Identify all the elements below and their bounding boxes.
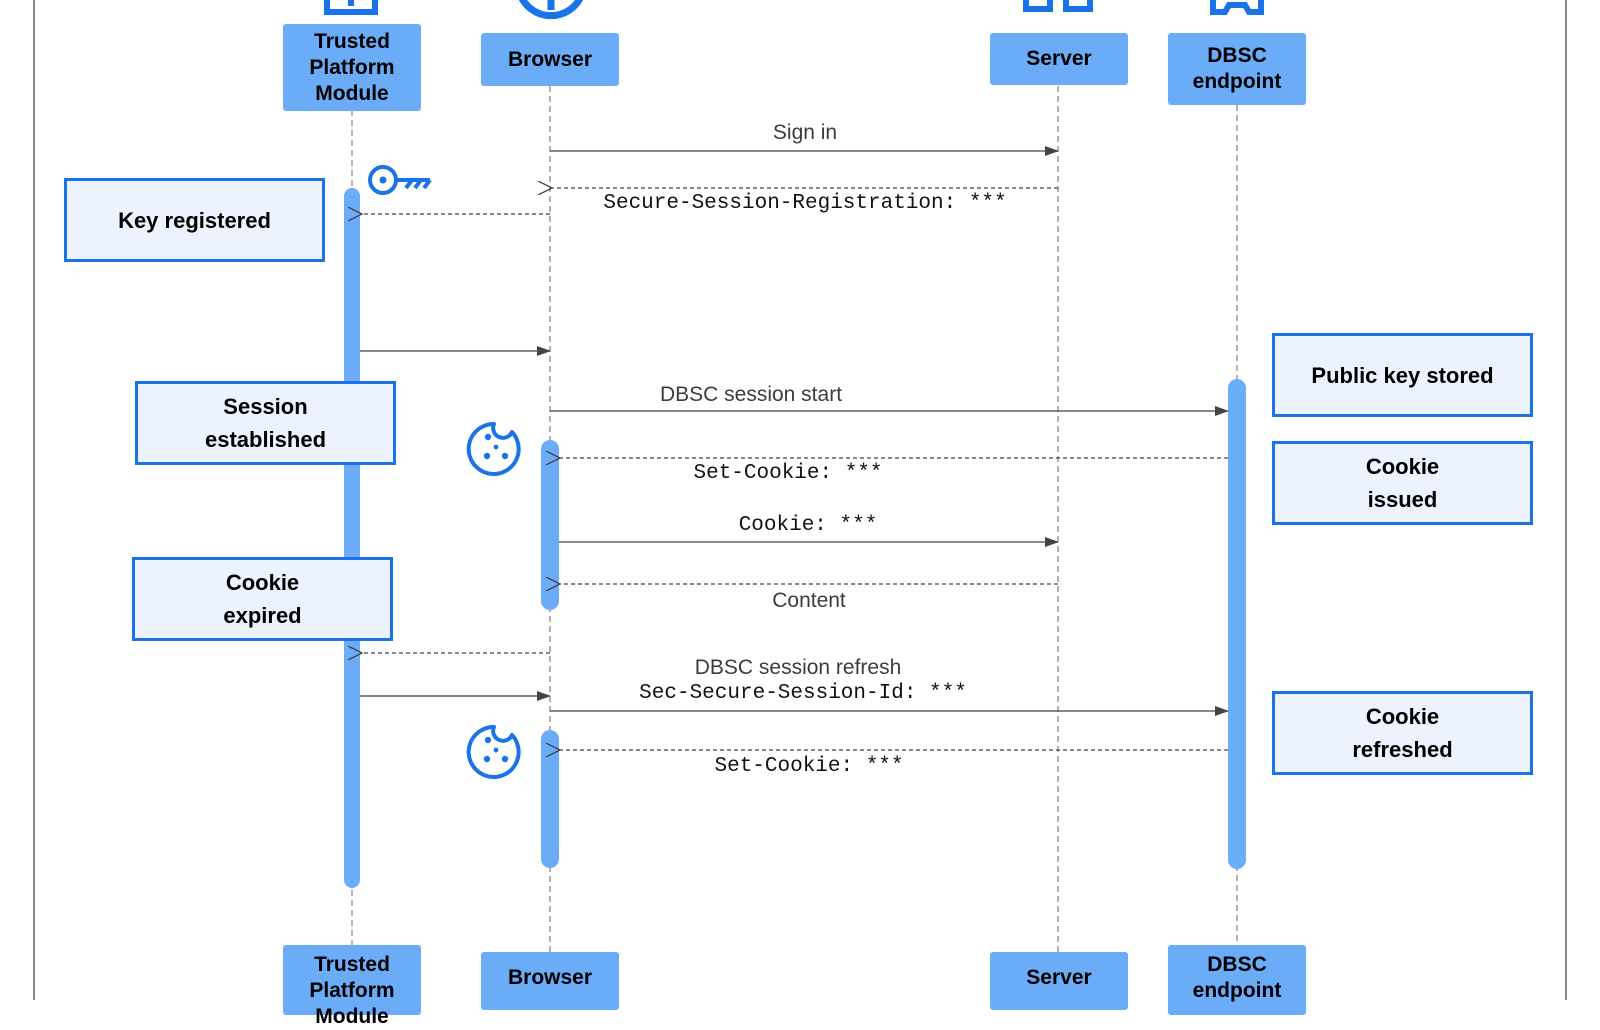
- tpm-chip-icon: [324, 0, 378, 15]
- browser-activation-bar-2: [541, 730, 559, 868]
- note-cookie-expired: Cookie expired: [132, 557, 393, 641]
- cookie-icon: [466, 421, 521, 476]
- note-public-key-stored: Public key stored: [1272, 333, 1533, 417]
- tpm-activation-bar: [344, 188, 360, 888]
- label-set-cookie-2: Set-Cookie: ***: [714, 755, 904, 778]
- participant-dbsc-top: DBSC endpoint: [1168, 33, 1306, 105]
- note-cookie-refreshed: Cookie refreshed: [1272, 691, 1533, 775]
- label-sign-in: Sign in: [772, 121, 838, 144]
- participant-browser-top: Browser: [481, 33, 619, 86]
- dbsc-activation-bar: [1228, 379, 1246, 869]
- participant-server-bottom: Server: [990, 952, 1128, 1010]
- sequence-diagram: Trusted Platform Module Browser Server D…: [33, 0, 1567, 1028]
- participant-tpm-top: Trusted Platform Module: [283, 24, 421, 111]
- participant-browser-bottom: Browser: [481, 952, 619, 1010]
- key-icon: [368, 165, 432, 195]
- label-cookie: Cookie: ***: [738, 514, 878, 537]
- label-set-cookie-1: Set-Cookie: ***: [693, 462, 883, 485]
- label-dbsc-session-refresh: DBSC session refresh: [694, 656, 902, 679]
- browser-activation-bar-1: [541, 440, 559, 610]
- server-icon: [1023, 0, 1093, 12]
- participant-server-top: Server: [990, 33, 1128, 85]
- note-key-registered: Key registered: [64, 178, 325, 262]
- browser-globe-icon: [518, 0, 584, 20]
- cookie-icon: [466, 724, 521, 779]
- dbsc-endpoint-icon: [1210, 0, 1264, 15]
- participant-dbsc-bottom: DBSC endpoint: [1168, 945, 1306, 1015]
- label-secure-session-registration: Secure-Session-Registration: ***: [603, 192, 1007, 215]
- diagram-canvas: [33, 0, 1567, 1000]
- participant-tpm-bottom: Trusted Platform Module: [283, 945, 421, 1028]
- note-cookie-issued: Cookie issued: [1272, 441, 1533, 525]
- label-content: Content: [772, 589, 846, 612]
- note-session-established: Session established: [135, 381, 396, 465]
- label-dbsc-session-start: DBSC session start: [659, 383, 843, 406]
- label-sec-secure-session-id: Sec-Secure-Session-Id: ***: [639, 682, 967, 705]
